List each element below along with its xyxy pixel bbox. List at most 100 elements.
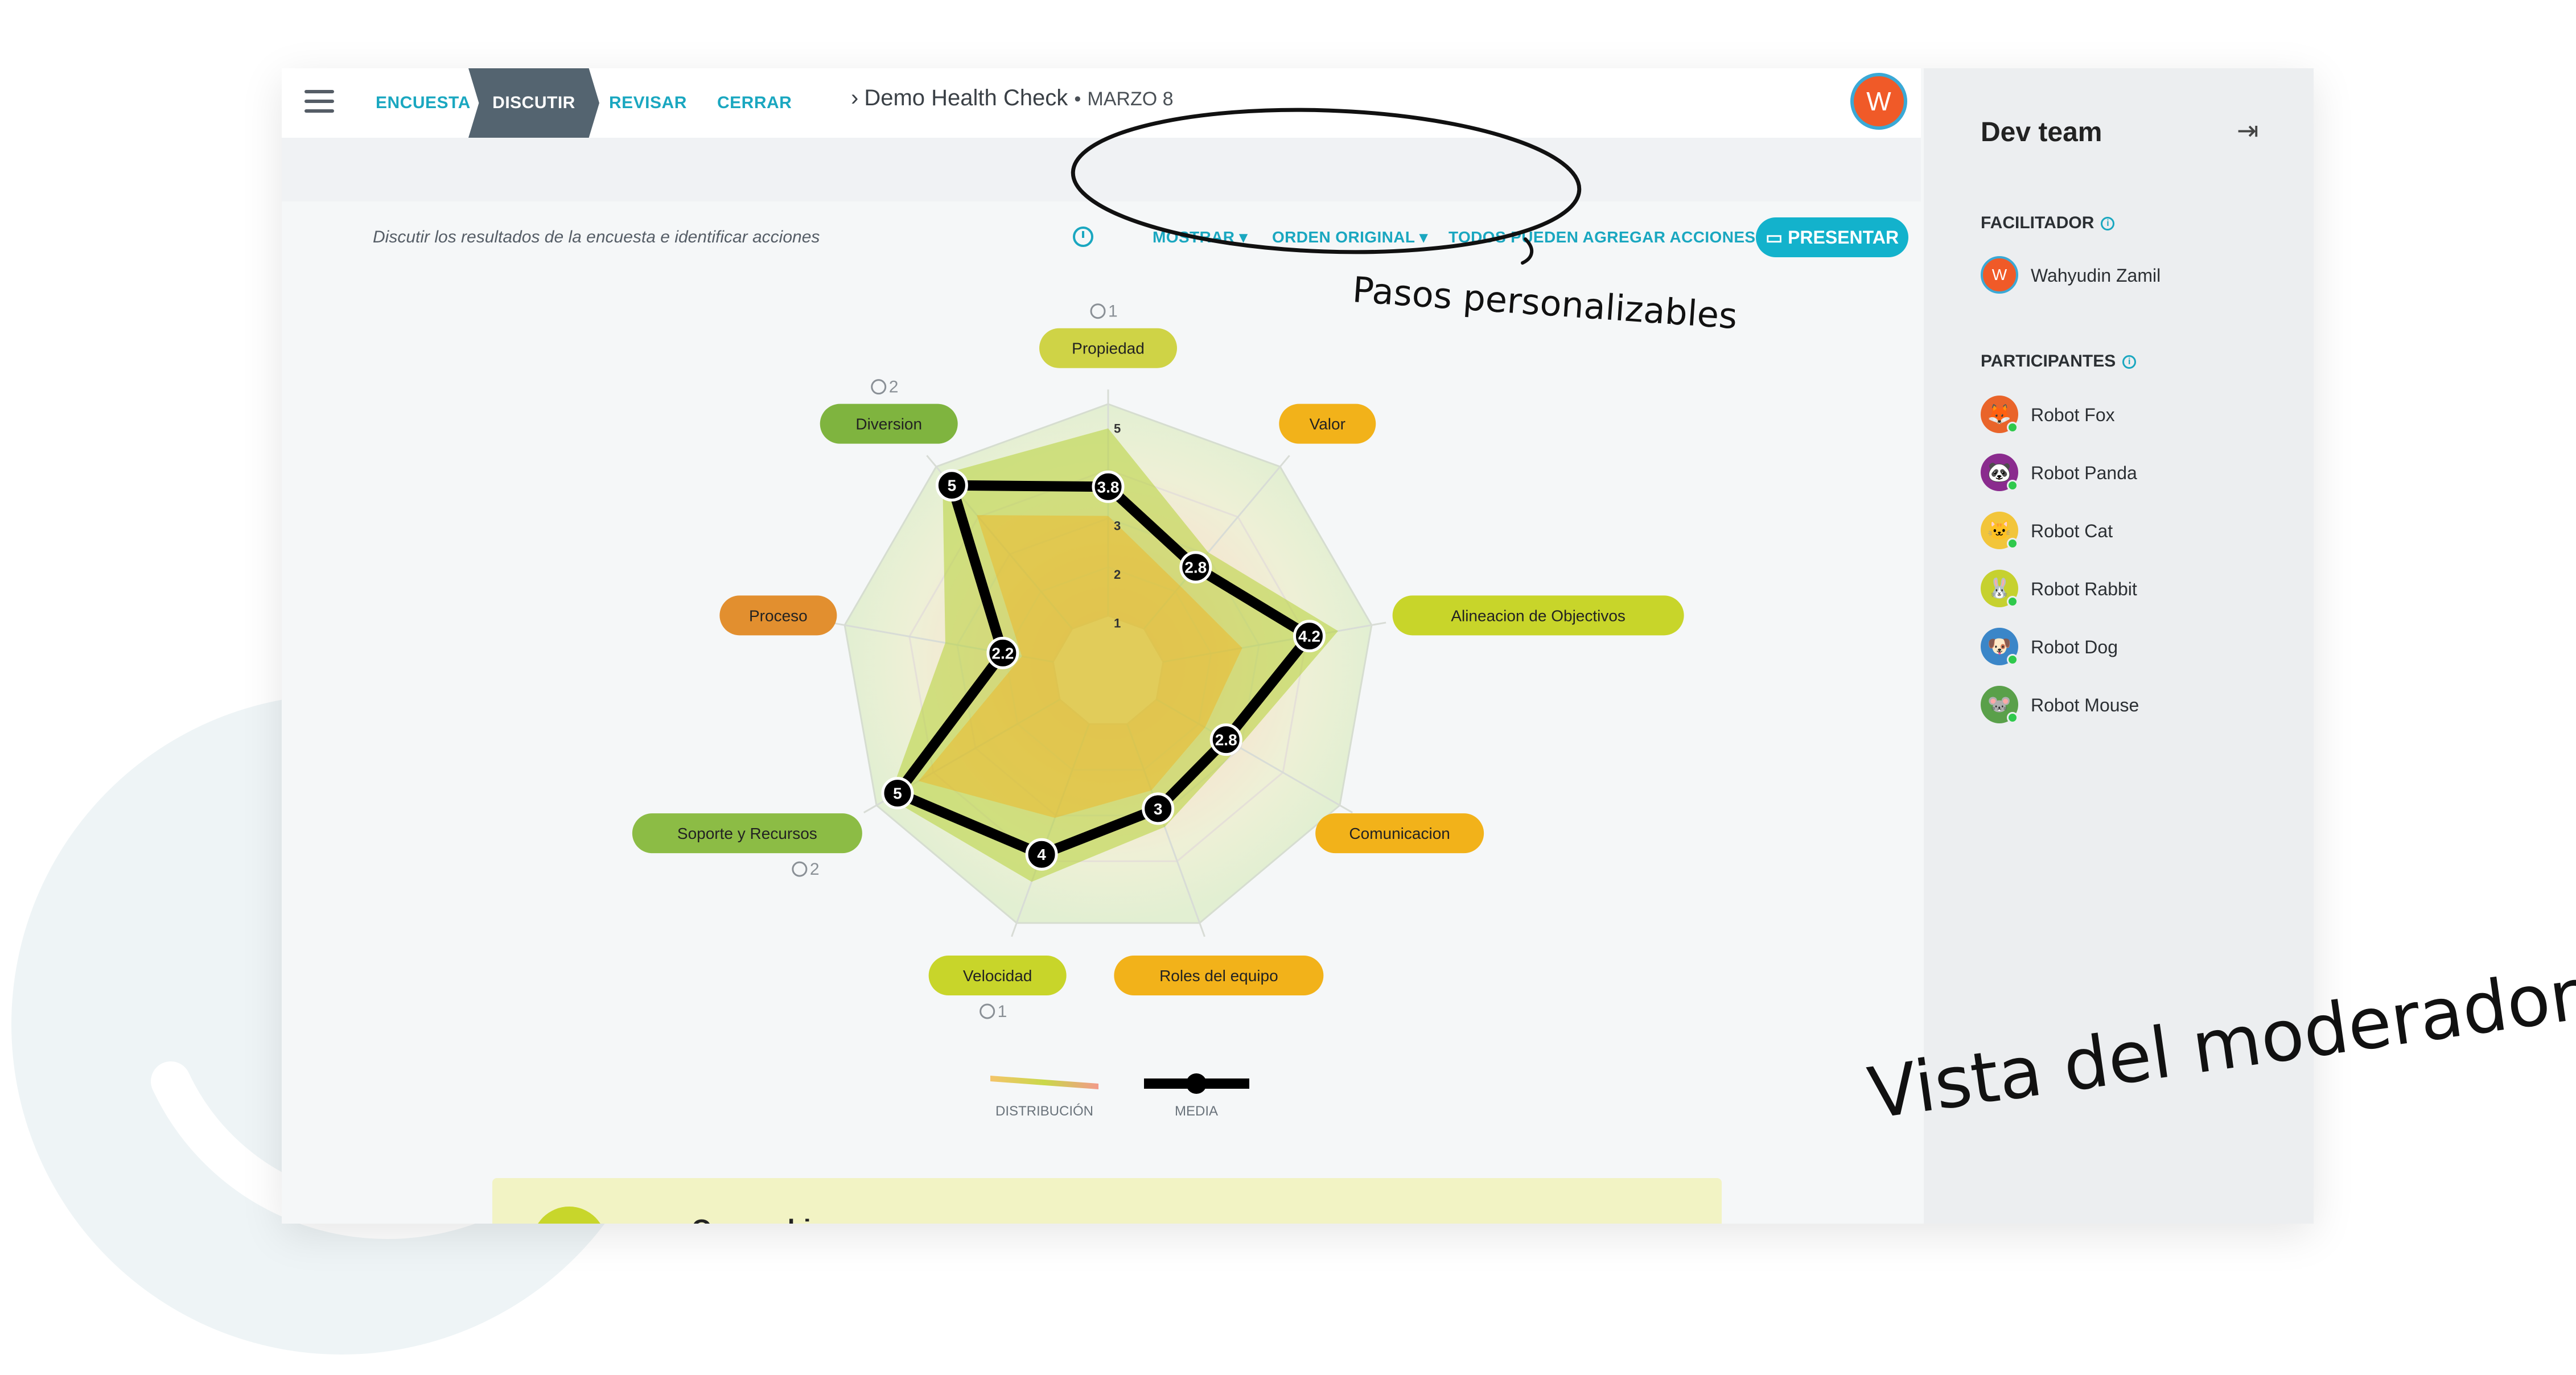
action-count: 1: [1108, 302, 1118, 321]
step-revisar[interactable]: REVISAR: [609, 93, 687, 112]
breadcrumb-separator: •: [1074, 88, 1081, 110]
mean-point: [1142, 792, 1175, 825]
info-icon[interactable]: i: [2101, 217, 2115, 231]
app-window: ENCUESTA DISCUTIR REVISAR CERRAR ›Demo H…: [282, 68, 2314, 1224]
mean-value-label: 3: [1154, 800, 1163, 818]
category-name: Alineacion de Objectivos: [1451, 607, 1626, 624]
step-discutir[interactable]: DISCUTIR: [468, 68, 599, 138]
participant-name: Robot Rabbit: [2031, 579, 2137, 599]
online-status-dot: [2007, 712, 2018, 723]
mean-legend-point: [1186, 1073, 1207, 1094]
action-count: 1: [998, 1002, 1007, 1021]
scale-tick-label: 2: [1114, 567, 1121, 582]
present-icon: ▭: [1765, 227, 1788, 248]
mean-value-label: 4: [1037, 846, 1046, 863]
check-circle-icon: [792, 861, 808, 877]
category-pill: [632, 813, 862, 854]
mean-point: [1179, 551, 1212, 584]
category-pill: [928, 956, 1067, 996]
hamburger-icon[interactable]: [304, 90, 334, 115]
caret-down-icon: ▾: [1419, 228, 1428, 246]
participant-name: Robot Panda: [2031, 463, 2137, 483]
mean-point: [1293, 620, 1326, 653]
topic-title: Ownership: [692, 1213, 827, 1224]
category-label[interactable]: Valor: [1279, 404, 1376, 444]
orden-label: ORDEN ORIGINAL: [1272, 228, 1415, 246]
orden-dropdown[interactable]: ORDEN ORIGINAL ▾: [1272, 228, 1428, 246]
category-pill: [1392, 595, 1684, 636]
mean-point: [1025, 838, 1058, 871]
check-circle-icon: [980, 1003, 995, 1019]
mean-value-label: 5: [893, 785, 902, 802]
participants-heading-label: PARTICIPANTES: [1981, 352, 2116, 370]
category-pill: [1114, 956, 1324, 996]
topic-card[interactable]: Ownership: [492, 1178, 1722, 1224]
category-label[interactable]: Alineacion de Objectivos: [1392, 595, 1684, 636]
session-date: MARZO 8: [1087, 88, 1174, 110]
category-name: Diversion: [855, 415, 922, 433]
category-label[interactable]: Propiedad 1: [1039, 302, 1177, 368]
distribution-area: [889, 428, 1338, 882]
collapse-right-icon[interactable]: ⇥: [2237, 116, 2259, 145]
category-pill: [820, 404, 958, 444]
mean-value-label: 3.8: [1097, 478, 1120, 496]
mouse-icon: 🐭: [1981, 686, 2018, 723]
category-label[interactable]: Proceso: [719, 595, 837, 636]
top-bar: ENCUESTA DISCUTIR REVISAR CERRAR ›Demo H…: [282, 68, 1921, 138]
chevron-right-icon: ›: [851, 85, 859, 110]
user-avatar[interactable]: W: [1850, 73, 1907, 130]
participant-name: Robot Mouse: [2031, 695, 2139, 715]
mean-value-label: 4.2: [1298, 628, 1320, 645]
mean-value-label: 2.8: [1215, 731, 1237, 749]
category-label[interactable]: Comunicacion: [1315, 813, 1484, 854]
distribution-legend-swatch: [990, 1076, 1098, 1089]
moderator-view-note: Vista del moderador: [1863, 954, 2576, 1135]
mean-point: [935, 469, 968, 502]
category-name: Comunicacion: [1349, 825, 1450, 842]
online-status-dot: [2007, 480, 2018, 491]
toolbar: Discutir los resultados de la encuesta e…: [282, 138, 1921, 257]
step-encuesta[interactable]: ENCUESTA: [376, 93, 471, 112]
highlight-ellipse: [1071, 108, 1582, 254]
action-count: 2: [889, 378, 899, 397]
category-label[interactable]: Velocidad 1: [928, 956, 1067, 1021]
category-name: Roles del equipo: [1159, 967, 1278, 985]
stopwatch-icon[interactable]: [1073, 227, 1093, 247]
category-pill: [1315, 813, 1484, 854]
category-label[interactable]: Diversion 2: [820, 378, 958, 444]
mean-value-label: 2.2: [991, 644, 1014, 662]
mean-point: [881, 777, 914, 810]
step-description: Discutir los resultados de la encuesta e…: [373, 228, 820, 246]
mean-value-label: 2.8: [1184, 559, 1207, 577]
info-icon[interactable]: i: [2122, 355, 2137, 369]
online-status-dot: [2007, 596, 2018, 607]
step-cerrar[interactable]: CERRAR: [717, 93, 792, 112]
category-pill: [1279, 404, 1376, 444]
participant-name: Robot Dog: [2031, 637, 2118, 657]
participants-heading: PARTICIPANTES i: [1981, 352, 2137, 371]
radar-chart: 12353.82.84.22.83452.25Propiedad1ValorAl…: [632, 302, 1684, 1119]
present-button[interactable]: ▭ PRESENTAR: [1756, 217, 1908, 257]
scale-tick-label: 5: [1114, 422, 1121, 436]
participant-name: Robot Fox: [2031, 405, 2115, 425]
category-name: Propiedad: [1072, 340, 1145, 357]
mean-point: [1092, 470, 1125, 503]
category-name: Valor: [1310, 415, 1345, 433]
mean-legend-label: MEDIA: [1175, 1104, 1218, 1119]
facilitator-name: Wahyudin Zamil: [2031, 265, 2161, 286]
category-name: Proceso: [749, 607, 808, 624]
online-status-dot: [2007, 654, 2018, 665]
category-name: Soporte y Recursos: [677, 825, 817, 842]
panda-icon: 🐼: [1981, 454, 2018, 491]
category-pill: [1039, 328, 1177, 368]
check-circle-icon: [1090, 303, 1106, 319]
custom-steps-note: Pasos personalizables: [1351, 269, 1739, 337]
present-label: PRESENTAR: [1788, 227, 1899, 248]
category-name: Velocidad: [963, 967, 1032, 985]
category-label[interactable]: Roles del equipo: [1114, 956, 1324, 996]
participant-name: Robot Cat: [2031, 521, 2113, 541]
mean-line: [892, 480, 1315, 860]
